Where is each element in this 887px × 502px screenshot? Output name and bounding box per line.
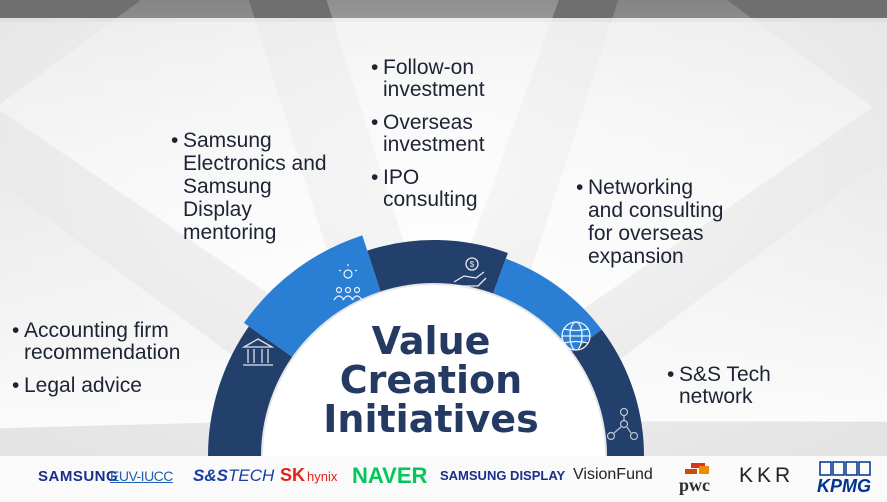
logo-sstech-mark: S&S: [193, 466, 228, 485]
logo-kkr: KKR: [739, 464, 795, 487]
bullet-item: Samsung Electronics and Samsung Display …: [171, 129, 327, 244]
bullets-network: S&S Tech network: [667, 364, 771, 419]
logo-samsung: SAMSUNG: [38, 468, 119, 485]
segment-network: [571, 329, 644, 456]
center-title: Value Creation Initiatives: [300, 322, 562, 439]
bullets-investment: Follow-on investment Overseas investment…: [371, 57, 485, 222]
logo-visionfund: VisionFund: [573, 466, 653, 483]
logo-sstech-text: TECH: [227, 466, 275, 485]
money-hand-icon: $: [453, 257, 487, 287]
kpmg-mark-icon: [819, 461, 871, 476]
light-beam: [620, 157, 887, 422]
bullets-global: Networking and consulting for overseas e…: [576, 176, 723, 279]
segment-fan: [208, 235, 644, 456]
center-title-line: Initiatives: [323, 397, 539, 441]
svg-text:$: $: [470, 260, 475, 269]
logo-naver: NAVER: [352, 463, 428, 488]
bullet-item: Overseas investment: [371, 112, 485, 156]
logo-euv-iucc: EUV-IUCC: [110, 468, 173, 484]
bullet-item: Legal advice: [12, 375, 180, 398]
center-dome: [262, 284, 606, 456]
logo-skhynix-text: hynix: [307, 469, 338, 484]
logo-pwc: pwc: [677, 461, 717, 500]
segment-investment: [367, 240, 508, 295]
logo-pwc-text: pwc: [679, 475, 710, 495]
globe-icon: [561, 321, 591, 351]
bullets-finance: Accounting firm recommendation Legal adv…: [12, 320, 180, 408]
people-idea-icon: [333, 264, 363, 301]
bullets-mentoring: Samsung Electronics and Samsung Display …: [171, 129, 327, 255]
bank-icon: [241, 338, 275, 366]
bullet-item: Networking and consulting for overseas e…: [576, 176, 723, 268]
bullet-item: Follow-on investment: [371, 57, 485, 101]
bullet-item: Accounting firm recommendation: [12, 320, 180, 364]
logo-skhynix-mark: SK: [280, 465, 306, 485]
pwc-mark-icon: [685, 463, 709, 474]
logo-samsung-display: SAMSUNG DISPLAY: [440, 468, 566, 483]
logo-kpmg: KPMG: [815, 460, 875, 501]
segment-mentoring: [243, 235, 381, 358]
segment-finance: [208, 326, 294, 456]
segment-global: [492, 258, 602, 353]
logo-kpmg-text: KPMG: [817, 476, 871, 496]
center-title-line: Value: [371, 319, 491, 363]
center-title-line: Creation: [339, 358, 523, 402]
bullet-item: S&S Tech network: [667, 364, 771, 408]
light-beam: [0, 183, 232, 429]
bullet-item: IPO consulting: [371, 167, 485, 211]
logo-sstech: S&STECH: [193, 466, 274, 486]
network-icon: [606, 407, 639, 441]
